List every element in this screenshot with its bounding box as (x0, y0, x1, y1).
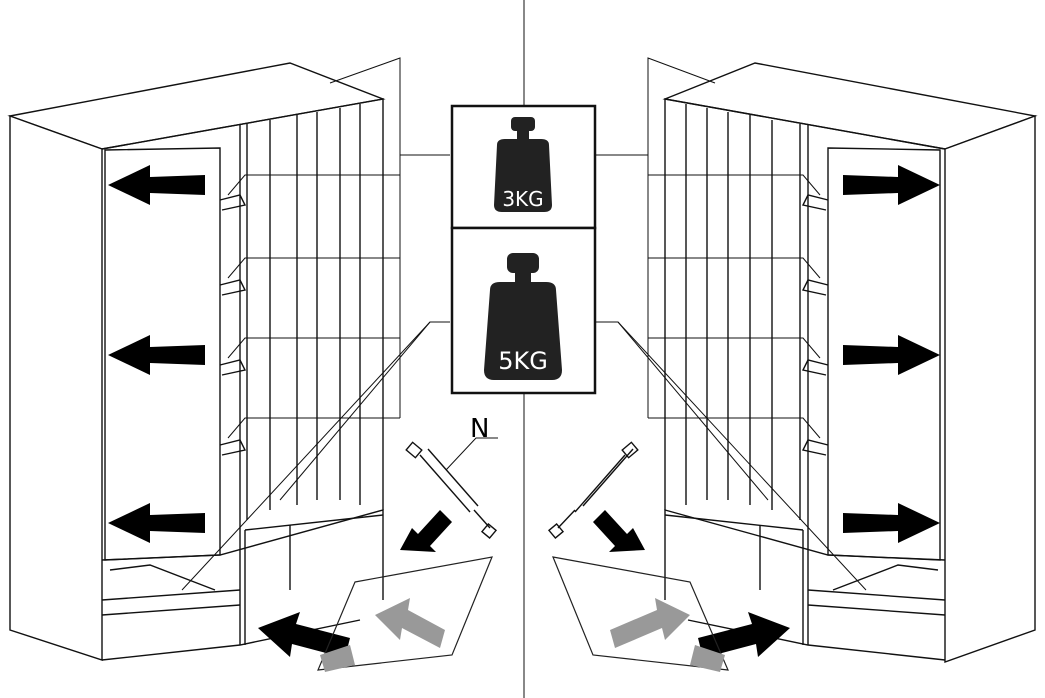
right-glass-panel (552, 556, 729, 671)
left-load-arrows (108, 165, 452, 658)
right-load-arrows (593, 165, 940, 658)
right-shelves (801, 194, 829, 456)
weight-box-5kg: 5KG (450, 226, 597, 395)
arrow-right-2 (843, 335, 940, 375)
gas-spring-label: N (470, 414, 489, 444)
arrow-left-gasspring (400, 510, 452, 552)
gas-spring-left (405, 437, 498, 540)
weight-5kg-icon (484, 253, 562, 380)
arrow-left-glass-2 (320, 645, 355, 672)
arrow-right-glass-1 (610, 598, 690, 648)
left-glass-panel (317, 556, 493, 671)
arrow-left-bottom (258, 612, 350, 658)
weight-box-3kg: 3KG (450, 104, 597, 230)
arrow-left-3 (108, 503, 205, 543)
arrow-left-1 (108, 165, 205, 205)
gas-spring-right (547, 441, 639, 540)
left-cabinet: N (7, 57, 498, 672)
weight-3kg-label: 3KG (502, 187, 543, 211)
weight-5kg-label: 5KG (498, 347, 548, 375)
left-lower-compartment (101, 509, 384, 661)
arrow-right-bottom (698, 612, 790, 658)
arrow-right-3 (843, 503, 940, 543)
left-leader-lines (181, 57, 450, 591)
arrow-right-glass-2 (690, 645, 725, 672)
right-leader-lines (596, 57, 867, 591)
arrow-left-2 (108, 335, 205, 375)
right-cabinet (547, 57, 1038, 672)
right-lower-compartment (664, 509, 946, 661)
left-shelves (219, 194, 247, 456)
arrow-right-1 (843, 165, 940, 205)
arrow-right-gasspring (593, 510, 645, 552)
weight-3kg-icon (494, 117, 552, 212)
left-back-slats (239, 104, 361, 645)
arrow-left-glass-1 (375, 598, 445, 648)
right-back-slats (685, 104, 809, 645)
